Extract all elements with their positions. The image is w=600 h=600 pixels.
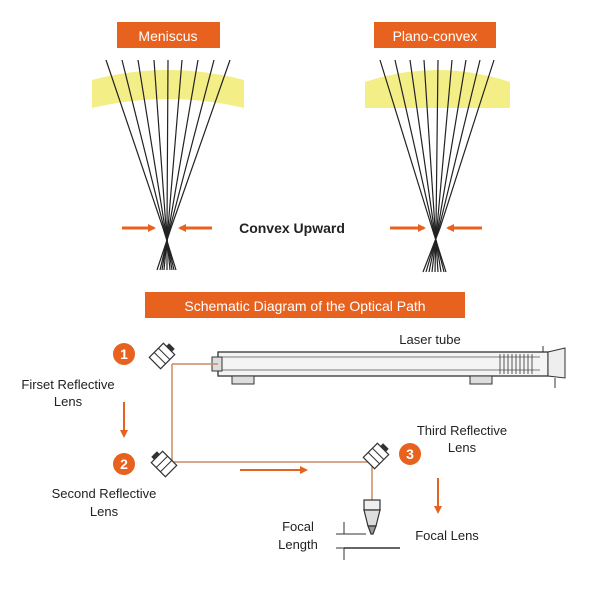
step-3-badge (399, 443, 421, 465)
step-3-number: 3 (406, 446, 414, 462)
mirror-mount-icon (362, 442, 390, 470)
beam-path (171, 363, 373, 505)
step-1-number: 1 (120, 346, 128, 362)
laser-tube-label: Laser tube (399, 332, 460, 347)
step-2-label-line2: Lens (90, 504, 119, 519)
meniscus-rays (105, 59, 231, 271)
meniscus-group: Meniscus (92, 22, 244, 271)
step-3-label-line1: Third Reflective (417, 423, 507, 438)
meniscus-tag (117, 22, 220, 48)
focal-length-bracket (336, 522, 366, 560)
focal-length-line2: Length (278, 537, 318, 552)
mirror-mount-icon (150, 450, 178, 478)
plano-convex-rays (379, 59, 495, 273)
convex-upward-label: Convex Upward (239, 220, 345, 236)
meniscus-tag-text: Meniscus (138, 28, 197, 44)
step-2-badge (113, 453, 135, 475)
schematic-banner (145, 292, 465, 318)
plano-convex-group: Plano-convex (365, 22, 510, 273)
plano-convex-tag (374, 22, 496, 48)
schematic-banner-text: Schematic Diagram of the Optical Path (184, 298, 425, 314)
laser-head-icon (363, 499, 381, 535)
mirror-mount-icon (148, 342, 176, 370)
step-1-badge (113, 343, 135, 365)
step-2-label-line1: Second Reflective (52, 486, 157, 501)
step-1-label-line1: Firset Reflective (21, 377, 114, 392)
focal-lens-label: Focal Lens (415, 528, 479, 543)
step-1-label-line2: Lens (54, 394, 83, 409)
laser-tube (211, 346, 566, 388)
plano-convex-tag-text: Plano-convex (393, 28, 478, 44)
step-2-number: 2 (120, 456, 128, 472)
focal-length-line1: Focal (282, 519, 314, 534)
step-3-label-line2: Lens (448, 440, 477, 455)
